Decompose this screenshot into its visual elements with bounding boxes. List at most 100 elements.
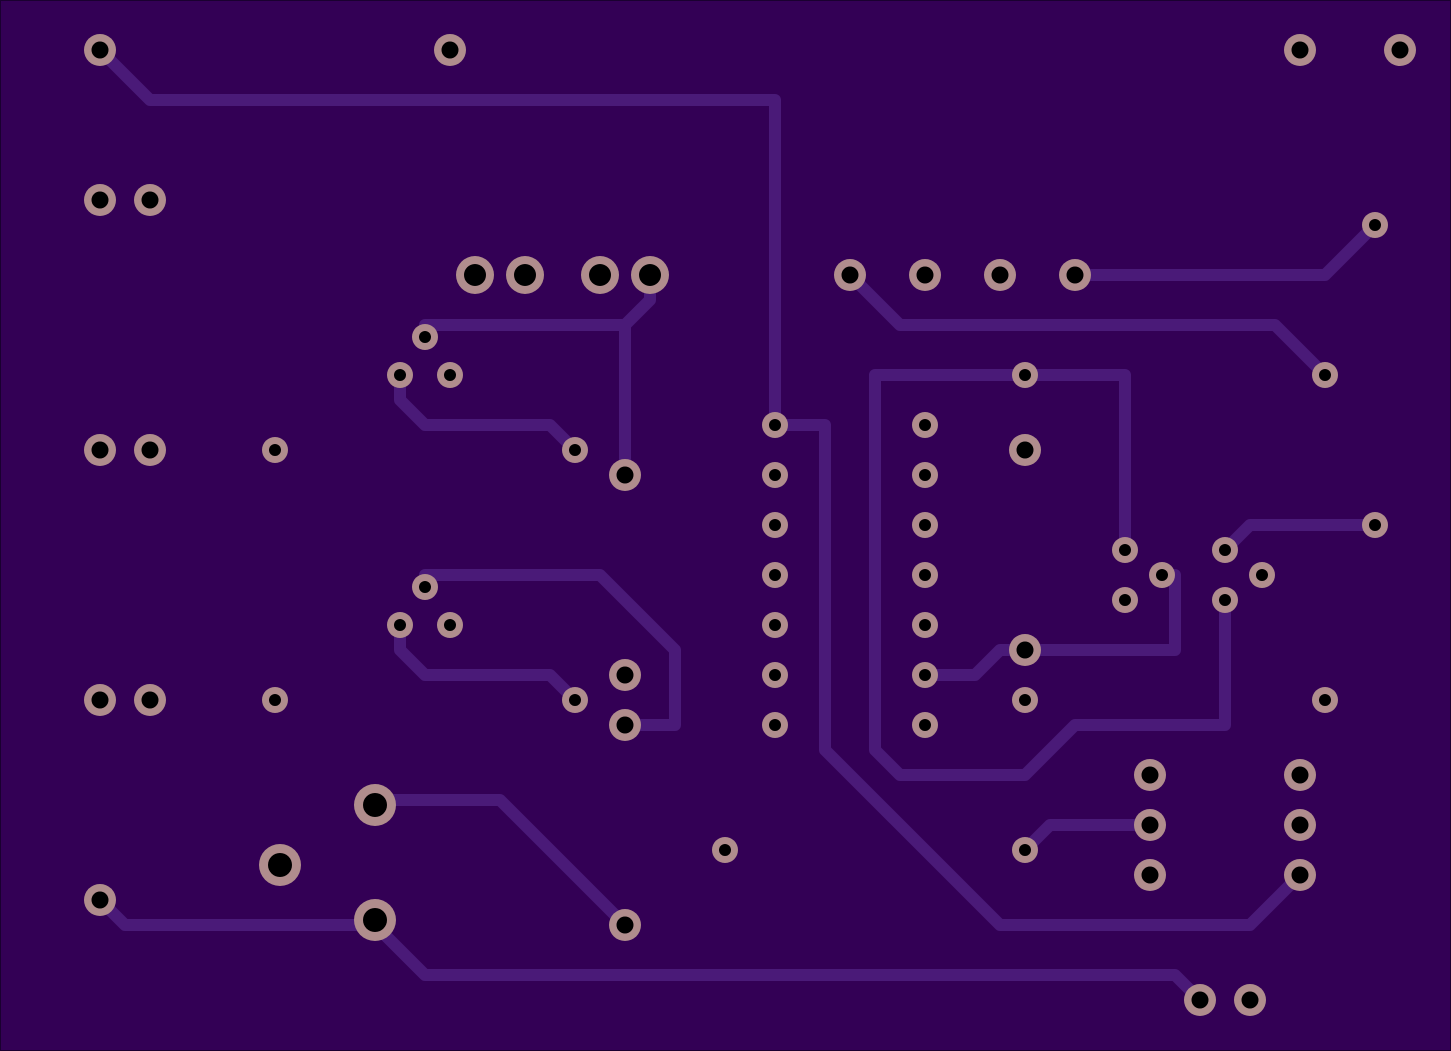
drill-hole (1291, 816, 1309, 834)
through-hole-pad (84, 884, 116, 916)
copper-trace (869, 369, 1231, 781)
through-hole-pad (984, 259, 1016, 291)
through-hole-pad (84, 34, 116, 66)
drill-hole (919, 619, 931, 631)
through-hole-pad (1212, 537, 1238, 563)
through-hole-pad (581, 256, 619, 294)
through-hole-pad (387, 612, 413, 638)
drill-hole (1016, 641, 1034, 659)
drill-hole (569, 694, 581, 706)
drill-hole (363, 793, 387, 817)
drill-hole (1019, 369, 1031, 381)
through-hole-pads (84, 34, 1416, 1016)
drill-hole (1141, 866, 1159, 884)
through-hole-pad (1149, 562, 1175, 588)
through-hole-pad (562, 687, 588, 713)
through-hole-pad (762, 462, 788, 488)
drill-hole (916, 266, 934, 284)
through-hole-pad (134, 684, 166, 716)
through-hole-pad (1249, 562, 1275, 588)
through-hole-pad (762, 562, 788, 588)
drill-hole (91, 41, 109, 59)
through-hole-pad (437, 612, 463, 638)
through-hole-pad (1134, 759, 1166, 791)
through-hole-pad (387, 362, 413, 388)
drill-hole (1241, 991, 1259, 1009)
drill-hole (444, 619, 456, 631)
drill-hole (769, 619, 781, 631)
copper-trace (769, 419, 1306, 931)
drill-hole (419, 331, 431, 343)
through-hole-pad (1212, 587, 1238, 613)
through-hole-pad (609, 909, 641, 941)
copper-trace (394, 369, 581, 456)
drill-hole (991, 266, 1009, 284)
drill-hole (1156, 569, 1168, 581)
drill-hole (363, 908, 387, 932)
through-hole-pad (912, 612, 938, 638)
drill-hole (616, 916, 634, 934)
through-hole-pad (134, 184, 166, 216)
drill-hole (441, 41, 459, 59)
through-hole-pad (912, 412, 938, 438)
drill-hole (841, 266, 859, 284)
through-hole-pad (631, 256, 669, 294)
copper-trace (419, 569, 681, 731)
through-hole-pad (712, 837, 738, 863)
through-hole-pad (84, 184, 116, 216)
drill-hole (1016, 441, 1034, 459)
through-hole-pad (609, 459, 641, 491)
drill-hole (1391, 41, 1409, 59)
drill-hole (269, 694, 281, 706)
copper-trace (94, 44, 781, 431)
drill-hole (419, 581, 431, 593)
through-hole-pad (1112, 587, 1138, 613)
copper-trace (369, 794, 631, 931)
through-hole-pad (562, 437, 588, 463)
through-hole-pad (1284, 34, 1316, 66)
through-hole-pad (84, 684, 116, 716)
through-hole-pad (1012, 687, 1038, 713)
drill-hole (1369, 519, 1381, 531)
copper-trace (369, 919, 1206, 1006)
through-hole-pad (912, 462, 938, 488)
through-hole-pad (912, 512, 938, 538)
drill-hole (464, 264, 486, 286)
drill-hole (1256, 569, 1268, 581)
through-hole-pad (609, 709, 641, 741)
through-hole-pad (1362, 212, 1388, 238)
drill-hole (1219, 594, 1231, 606)
through-hole-pad (909, 259, 941, 291)
drill-hole (1191, 991, 1209, 1009)
drill-hole (919, 519, 931, 531)
through-hole-pad (762, 412, 788, 438)
drill-hole (141, 191, 159, 209)
drill-hole (1119, 594, 1131, 606)
drill-hole (91, 191, 109, 209)
through-hole-pad (1112, 537, 1138, 563)
drill-hole (514, 264, 536, 286)
through-hole-pad (412, 574, 438, 600)
drill-hole (769, 469, 781, 481)
drill-hole (769, 719, 781, 731)
through-hole-pad (1134, 859, 1166, 891)
through-hole-pad (134, 434, 166, 466)
drill-hole (394, 619, 406, 631)
drill-hole (444, 369, 456, 381)
drill-hole (1141, 816, 1159, 834)
drill-hole (141, 691, 159, 709)
drill-hole (268, 853, 292, 877)
through-hole-pad (354, 899, 396, 941)
drill-hole (91, 441, 109, 459)
drill-hole (269, 444, 281, 456)
drill-hole (1319, 694, 1331, 706)
drill-hole (394, 369, 406, 381)
drill-hole (1291, 41, 1309, 59)
drill-hole (1291, 866, 1309, 884)
through-hole-pad (1284, 759, 1316, 791)
drill-hole (769, 669, 781, 681)
drill-hole (1066, 266, 1084, 284)
